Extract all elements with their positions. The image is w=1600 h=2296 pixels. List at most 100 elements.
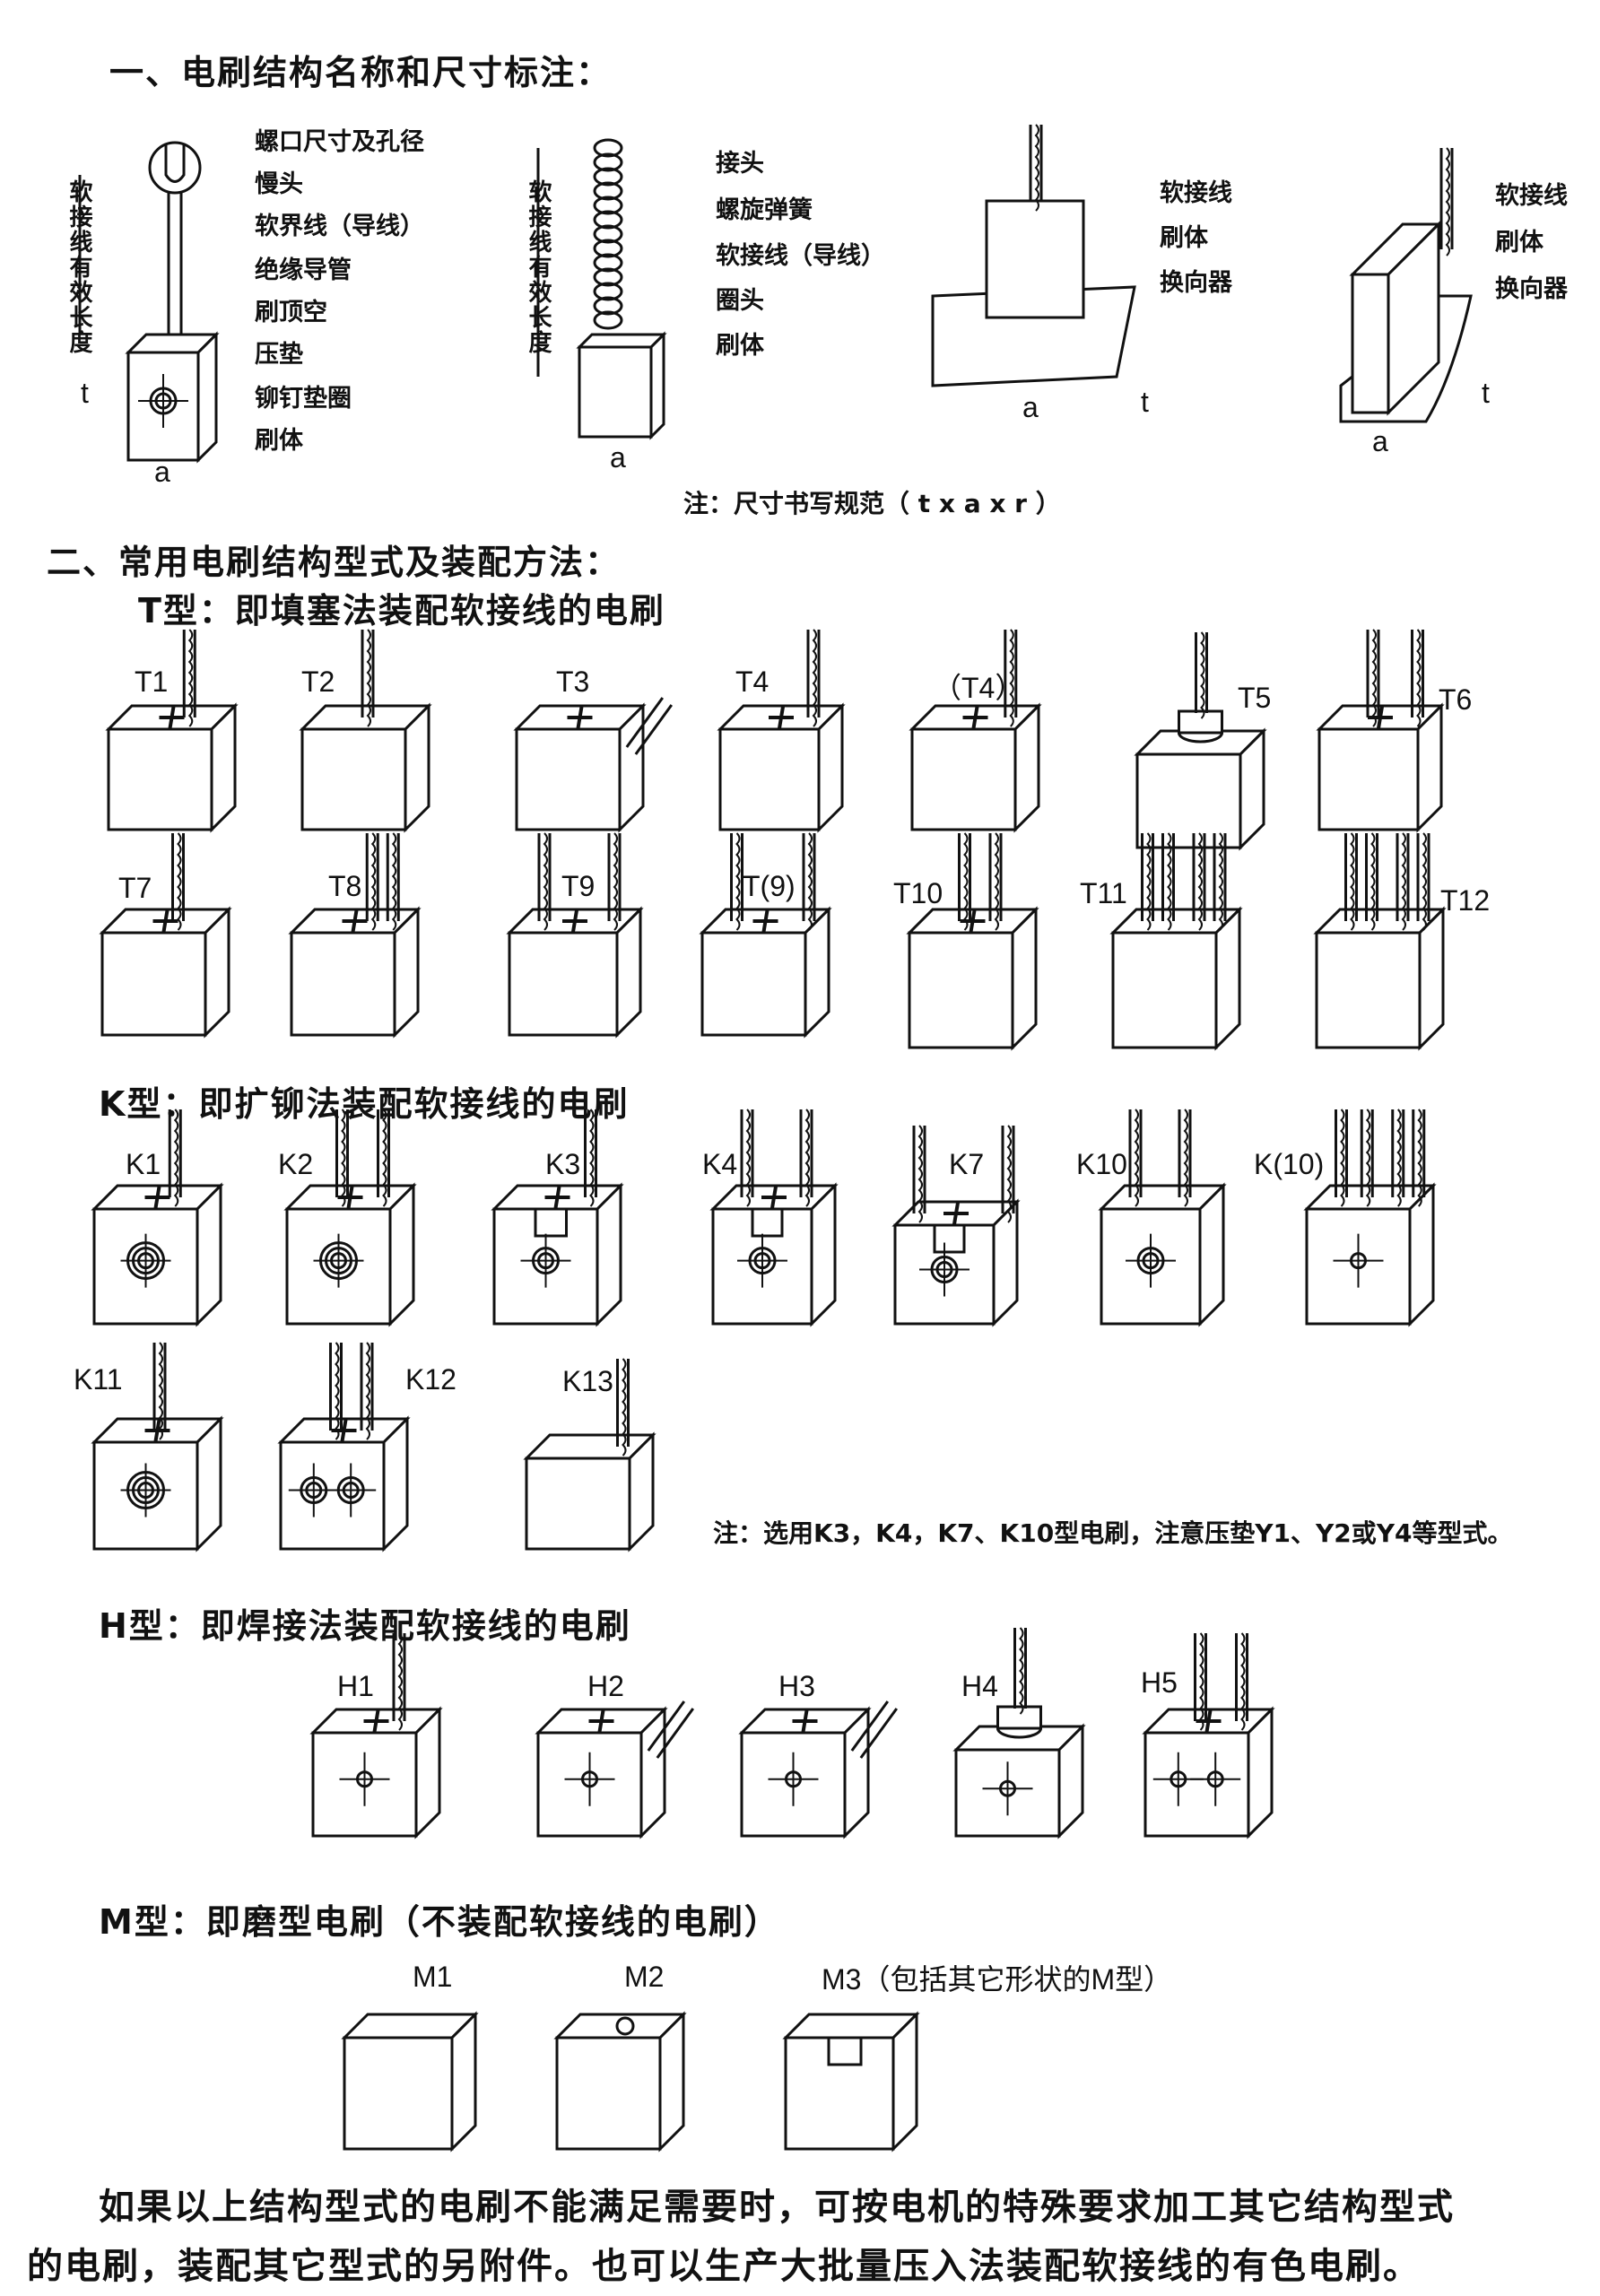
h-type-label: H1 xyxy=(337,1670,374,1702)
spring-coil xyxy=(593,310,623,330)
wire-strands xyxy=(807,832,813,931)
brush-H1 xyxy=(309,1632,443,1839)
wire-strands xyxy=(158,1342,163,1440)
brush-side xyxy=(1198,1182,1225,1327)
footer-line-2: 的电刷，装配其它型式的另附件。也可以生产大批量压入法装配软接线的有色电刷。 xyxy=(27,2246,1421,2287)
wire-sheath xyxy=(740,1109,754,1197)
wire-sheath xyxy=(1416,833,1430,921)
brush-front xyxy=(908,931,1014,1049)
brush-K1 xyxy=(91,1109,224,1327)
crosshair xyxy=(737,1233,787,1288)
brush-K(10) xyxy=(1303,1109,1437,1327)
brush-side xyxy=(196,331,218,464)
brush-side xyxy=(1011,906,1038,1051)
spring-coil xyxy=(593,253,623,273)
wire-strands xyxy=(745,1109,751,1207)
brush-front xyxy=(508,931,619,1037)
brush-K10 xyxy=(1098,1109,1227,1327)
brush-side xyxy=(388,1182,415,1327)
side-wire xyxy=(625,697,674,755)
brush-front xyxy=(515,727,622,831)
brush-K4 xyxy=(709,1109,839,1327)
brush-side xyxy=(196,1415,222,1552)
wire-sheath xyxy=(1391,1109,1405,1197)
brush-front xyxy=(718,727,821,831)
wire-strands xyxy=(1134,1109,1139,1207)
wire-sheath xyxy=(616,1359,630,1447)
brush-H5 xyxy=(1142,1632,1275,1839)
wire-strands xyxy=(1350,832,1355,931)
crosshair xyxy=(326,1463,377,1518)
brush-T5 xyxy=(1134,631,1267,851)
wire-sheath xyxy=(799,1109,813,1197)
plus-mark xyxy=(144,1186,170,1209)
brush-side xyxy=(1418,906,1445,1051)
wire-strands xyxy=(391,832,397,931)
plus-mark xyxy=(337,1186,363,1209)
t-type-label: （T4） xyxy=(933,672,1024,704)
diagram1-dim-a: a xyxy=(154,456,170,488)
wire-sheath xyxy=(1365,833,1378,921)
brush-front xyxy=(343,2036,454,2151)
diagram4-label: 刷体 xyxy=(1495,229,1543,257)
footer-line-1: 如果以上结构型式的电刷不能满足需要时，可按电机的特殊要求加工其它结构型式 xyxy=(99,2187,1455,2228)
brush-side xyxy=(210,702,237,833)
plus-mark xyxy=(544,1186,570,1209)
diagram1-label: 螺口尺寸及孔径 xyxy=(255,128,424,156)
wire-sheath xyxy=(584,1109,597,1197)
brush-front xyxy=(700,931,807,1037)
t-type-label: T2 xyxy=(301,665,335,698)
wire-sheath xyxy=(392,1633,406,1721)
brush-K13 xyxy=(523,1358,657,1552)
wire-sheath xyxy=(1161,833,1175,921)
diagram4-label: 换向器 xyxy=(1495,275,1568,303)
top-ring xyxy=(615,2016,635,2036)
m-type-label: M1 xyxy=(413,1961,453,1993)
diagram1-label: 慢头 xyxy=(255,170,303,198)
brush-side xyxy=(1239,727,1265,851)
wire-sheath xyxy=(1335,1109,1348,1197)
brush-side xyxy=(891,2011,918,2152)
brush-T2 xyxy=(299,629,432,833)
h-type-label: H4 xyxy=(961,1670,998,1702)
wire-strands xyxy=(543,832,548,931)
wire-sheath xyxy=(377,1109,390,1197)
k-type-label: K1 xyxy=(126,1148,161,1180)
wire-strands xyxy=(1240,1632,1246,1731)
crosshair xyxy=(120,1463,171,1518)
k-type-note: 注：选用K3，K4，K7、K10型电刷，注意压垫Y1、Y2或Y4等型式。 xyxy=(713,1518,1513,1548)
diagram1-label: 刷顶空 xyxy=(255,299,327,326)
brush-side xyxy=(1387,221,1440,416)
brush-front xyxy=(1111,931,1218,1049)
side-wire xyxy=(647,1700,695,1759)
step-cut xyxy=(534,1209,568,1238)
k-type-label: K7 xyxy=(949,1148,985,1180)
t-type-label: T3 xyxy=(556,665,590,698)
section2-title: 二、常用电刷结构型式及装配方法： xyxy=(47,543,622,582)
plus-mark xyxy=(752,909,778,933)
brush-side xyxy=(804,906,830,1039)
crosshair xyxy=(982,1761,1033,1816)
section1-title: 一、电刷结构名称和尺寸标注： xyxy=(109,53,613,92)
wire-strands xyxy=(1167,832,1172,931)
plus-mark xyxy=(761,1186,787,1209)
diagram1-dim-t: t xyxy=(81,377,89,409)
wire-sheath xyxy=(360,1343,374,1431)
crosshair xyxy=(1190,1752,1241,1806)
diagram1-label: 刷体 xyxy=(255,427,303,455)
diagram-2 xyxy=(536,138,623,377)
brush-side xyxy=(414,1706,441,1839)
brush-side xyxy=(204,906,230,1039)
plus-mark xyxy=(159,706,185,729)
wire-sheath xyxy=(806,630,821,718)
brush-H2 xyxy=(535,1700,695,1839)
k-type-heading: K型：即扩铆法装配软接线的电刷 xyxy=(99,1084,630,1124)
k-type-label: K10 xyxy=(1076,1148,1127,1180)
wire-strands xyxy=(812,629,817,727)
wire-strands xyxy=(994,832,999,931)
diagram2-label: 接头 xyxy=(716,150,764,178)
wire-strands xyxy=(1034,124,1039,212)
wire-strands xyxy=(1417,1109,1422,1207)
brush-side xyxy=(1408,1182,1435,1327)
